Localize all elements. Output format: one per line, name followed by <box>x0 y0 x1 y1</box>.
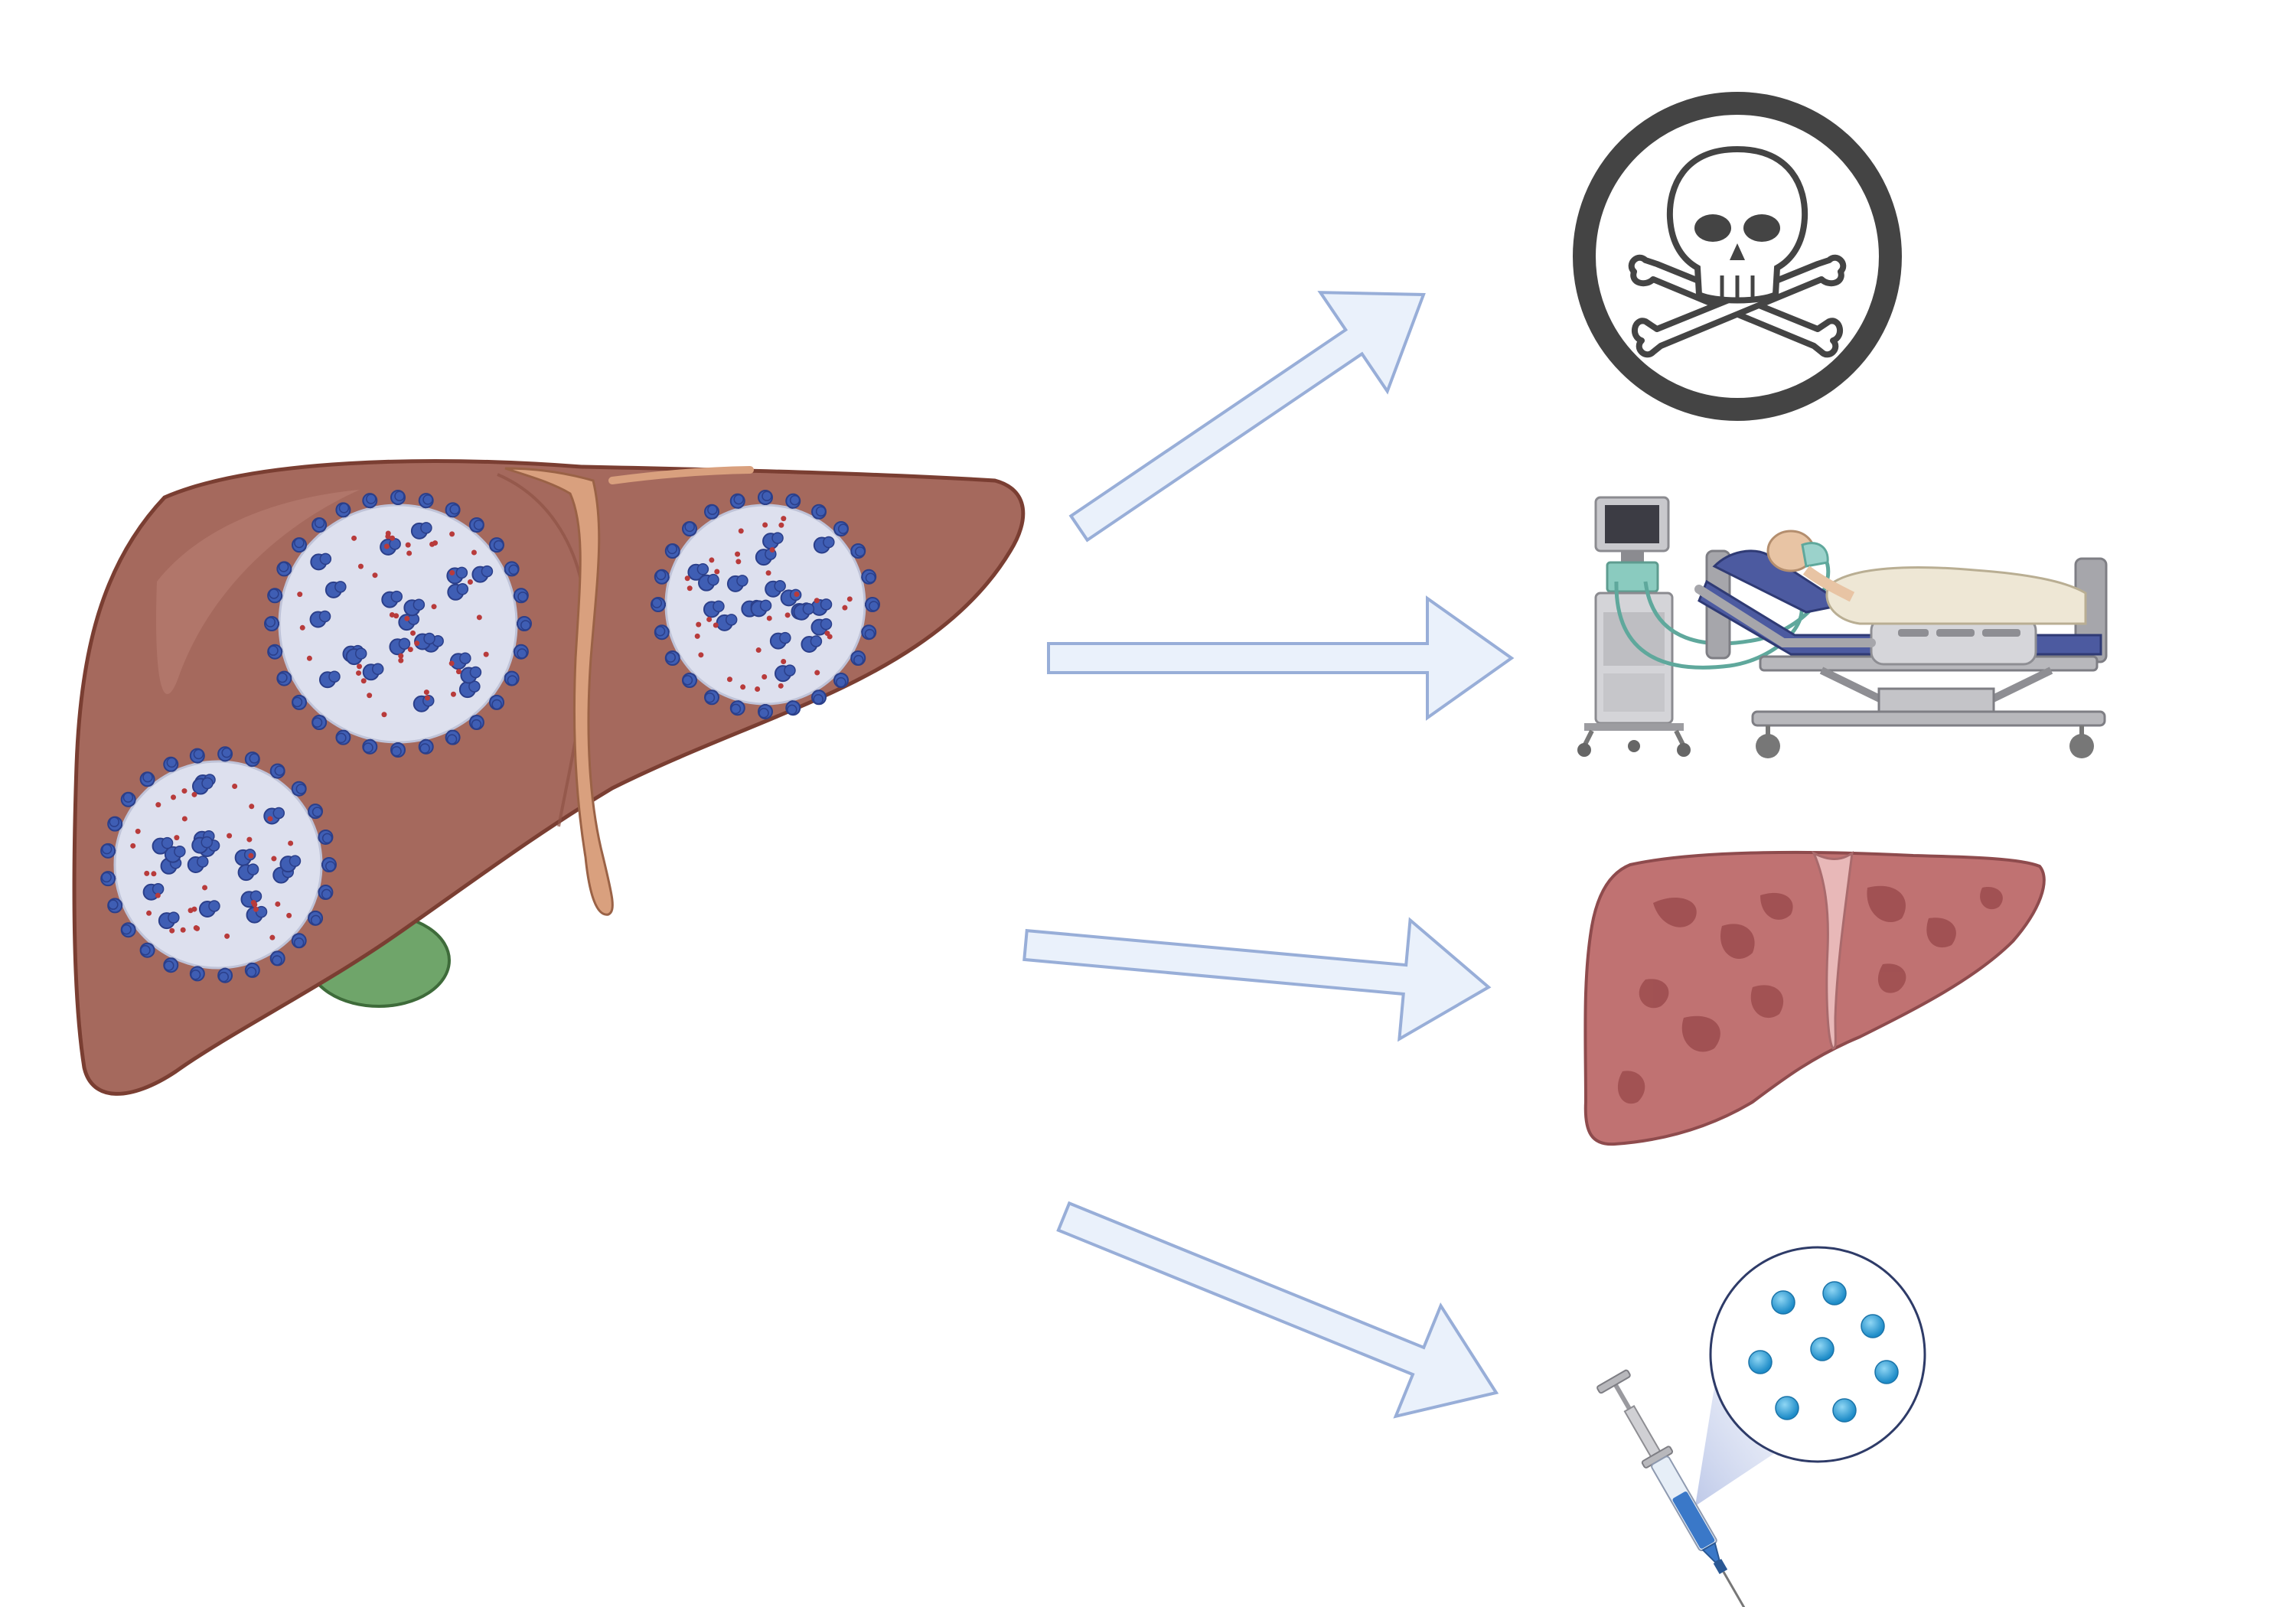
ventilator <box>1577 496 1691 757</box>
outcome-arrow-vaccine <box>1056 1201 1499 1419</box>
liver-lesions <box>1617 885 2003 1104</box>
syringe-vaccine-icon <box>1596 1246 1926 1607</box>
hospital-bed <box>1694 549 2108 758</box>
damaged-liver-ligament <box>1812 850 1854 1050</box>
vaccine-particle <box>1771 1290 1795 1315</box>
virus-icon <box>264 490 532 758</box>
vaccine-particle <box>1748 1350 1773 1374</box>
infected-liver <box>72 459 1026 1096</box>
skull-crossbones-icon <box>1573 92 1902 421</box>
syringe <box>1596 1369 1750 1607</box>
virus-overlay-group <box>100 490 880 983</box>
vaccine-particle <box>1775 1396 1799 1420</box>
vaccine-particles <box>1748 1281 1899 1423</box>
virus-icon <box>651 490 880 719</box>
vaccine-particle <box>1832 1398 1857 1423</box>
liver-highlight <box>156 490 360 694</box>
vaccine-particle <box>1874 1360 1899 1384</box>
outcome-death <box>1573 92 1902 421</box>
damaged-liver-icon <box>1583 850 2046 1146</box>
virus-icon <box>100 746 337 983</box>
vaccine-particle <box>1810 1337 1835 1361</box>
outcome-arrow-death <box>1068 291 1426 543</box>
vaccine-particle <box>1822 1281 1847 1305</box>
outcome-arrow-icu <box>1047 595 1515 721</box>
patient <box>1766 530 2087 625</box>
outcome-icu <box>1577 496 2108 758</box>
ligament-crest <box>608 466 754 484</box>
vaccine-particle <box>1861 1314 1885 1338</box>
crossbones <box>1628 254 1847 358</box>
skull <box>1666 145 1808 304</box>
falciform-ligament <box>504 467 614 916</box>
outcome-arrow-liver-damage <box>1022 917 1492 1042</box>
outcome-vaccine <box>1596 1246 1926 1607</box>
outcome-arrows <box>1022 291 1515 1419</box>
outcome-liver-damage <box>1583 850 2046 1146</box>
ventilator-patient-bed-icon <box>1577 496 2108 758</box>
